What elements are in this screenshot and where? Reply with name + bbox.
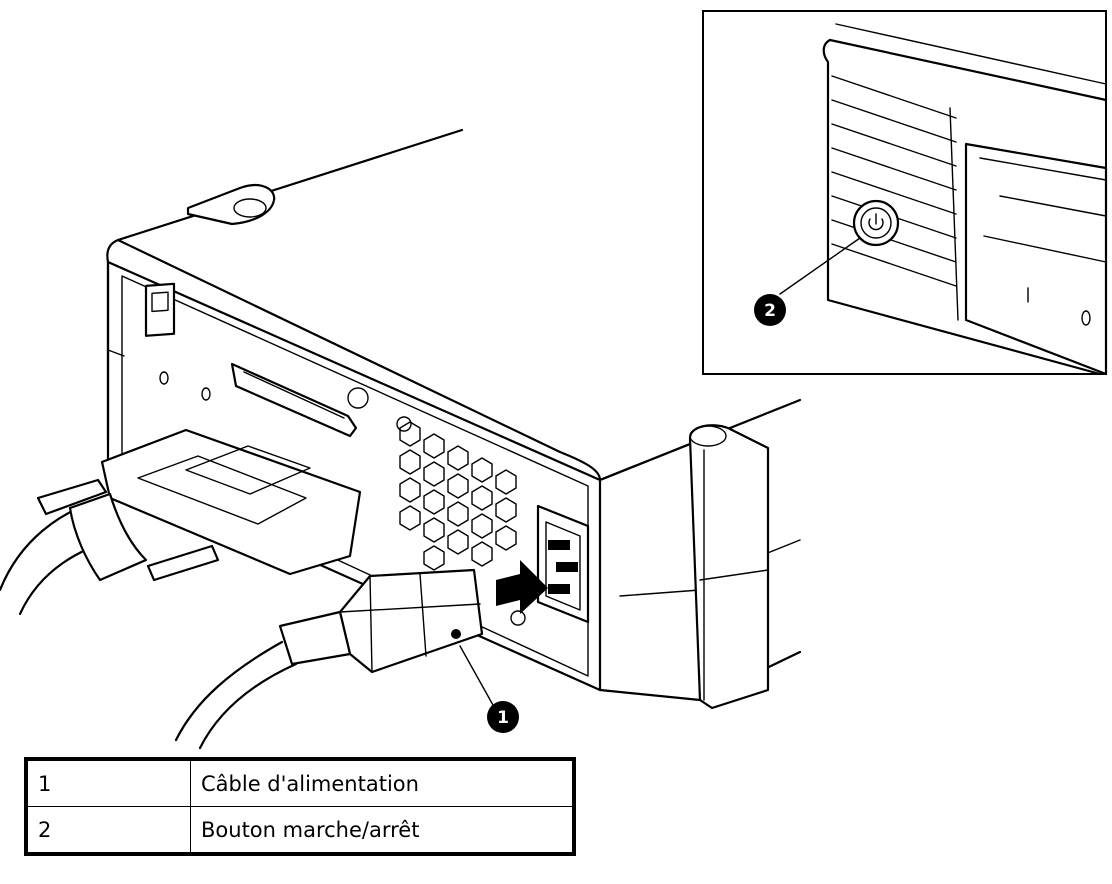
scsi-cable <box>0 428 362 616</box>
fan-grille <box>396 416 526 626</box>
legend-label: Bouton marche/arrêt <box>190 806 575 855</box>
callout-2-number: 2 <box>764 301 776 321</box>
callout-1-number: 1 <box>497 708 509 728</box>
power-cord <box>174 568 484 750</box>
legend-table: 1 Câble d'alimentation 2 Bouton marche/a… <box>24 757 576 856</box>
legend-number: 1 <box>25 758 191 807</box>
rear-switch <box>144 282 176 337</box>
scsi-connector <box>230 362 369 438</box>
legend-row: 2 Bouton marche/arrêt <box>25 806 575 855</box>
tape-drive-body <box>106 128 802 710</box>
insert-arrow <box>496 560 548 614</box>
power-button <box>852 199 900 247</box>
callout-1-marker <box>487 701 519 733</box>
legend-label: Câble d'alimentation <box>190 758 575 807</box>
inset-detail <box>702 10 1108 376</box>
callout-2-marker <box>754 294 786 326</box>
legend-number: 2 <box>25 806 191 855</box>
power-inlet <box>536 504 590 624</box>
legend-row: 1 Câble d'alimentation <box>25 758 575 807</box>
